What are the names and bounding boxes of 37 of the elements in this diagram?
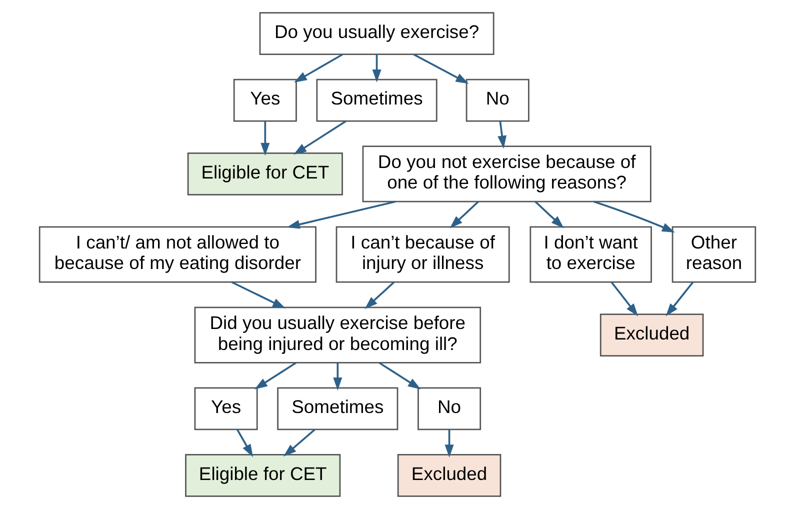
arrow [497, 121, 506, 149]
arrow [610, 282, 638, 316]
node-box: I can’t/ am not allowed to because of my eating disorder [38, 226, 316, 283]
node-box: Eligible for CET [186, 152, 342, 196]
node-box: I don’t want to exercise [529, 226, 652, 283]
arrow [293, 54, 343, 82]
arrow [534, 200, 564, 228]
node-box: Yes [232, 78, 296, 122]
node-box: Sometimes [276, 387, 398, 430]
node-box: Sometimes [316, 78, 437, 122]
arrow [254, 362, 296, 390]
node-box: I can’t because of injury or illness [335, 226, 510, 283]
arrow [372, 54, 381, 82]
arrow [236, 429, 253, 458]
node-box: Do you not exercise because of one of the following reasons? [362, 146, 651, 202]
node-box: Other reason [671, 226, 756, 283]
arrow [332, 362, 342, 390]
node-box: Yes [194, 387, 258, 430]
arrow [449, 200, 479, 228]
arrow [260, 121, 270, 156]
arrow [412, 54, 468, 84]
arrow [282, 428, 315, 457]
node-box: Eligible for CET [184, 454, 340, 497]
node-box: Did you usually exercise before being injured or becoming ill? [194, 306, 481, 364]
arrow [286, 200, 396, 229]
node-box: No [465, 78, 529, 122]
arrow [665, 282, 694, 316]
node-box: Excluded [396, 454, 501, 497]
node-box: Excluded [599, 314, 704, 356]
arrow [293, 120, 346, 155]
node-box: Do you usually exercise? [258, 12, 494, 55]
arrow [593, 200, 674, 233]
arrow [378, 362, 420, 390]
arrow [364, 281, 394, 310]
arrow [444, 430, 454, 458]
node-box: No [417, 387, 481, 430]
arrow [230, 281, 286, 308]
